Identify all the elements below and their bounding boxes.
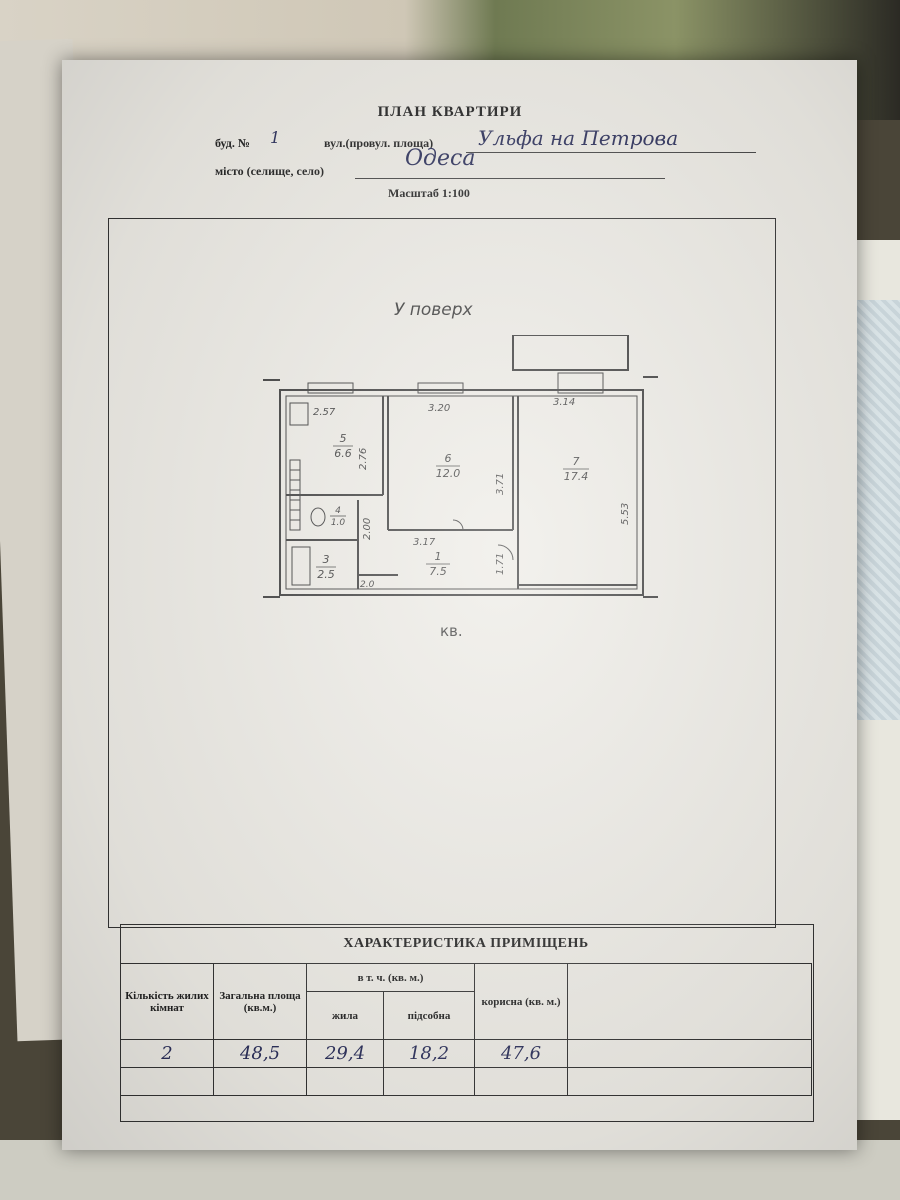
building-value: 1 xyxy=(270,128,281,147)
value-aux: 18,2 xyxy=(383,1039,475,1068)
background-bottom xyxy=(0,1140,900,1200)
floor-plan-drawing: 2.57 2.76 3.20 3.71 3.14 5.53 3.17 1.71 … xyxy=(263,335,658,598)
room-1-area: 7.5 xyxy=(429,565,447,578)
plan-frame xyxy=(108,218,776,928)
room-4-number: 4 xyxy=(335,506,341,516)
dim-room7-width: 3.14 xyxy=(553,397,575,408)
city-value: Одеса xyxy=(405,146,476,171)
dim-hall-width: 3.17 xyxy=(413,537,436,548)
street-underline xyxy=(466,152,756,153)
col-useful-header: корисна (кв. м.) xyxy=(474,963,568,1040)
dim-corridor: 2.00 xyxy=(362,518,373,540)
floor-label: У поверх xyxy=(394,300,473,320)
city-label: місто (селище, село) xyxy=(215,164,324,178)
page-title: ПЛАН КВАРТИРИ xyxy=(377,104,523,120)
value-rooms: 2 xyxy=(120,1039,214,1068)
empty-cell xyxy=(120,1067,214,1096)
col-total-header: Загальна площа (кв.м.) xyxy=(213,963,307,1040)
inner-wall xyxy=(285,395,638,590)
dim-storage: 2.0 xyxy=(360,580,375,590)
dim-kitchen-width: 2.57 xyxy=(313,407,336,418)
room-5-area: 6.6 xyxy=(334,447,352,460)
room-1-number: 1 xyxy=(435,550,442,563)
room-5-number: 5 xyxy=(340,432,347,445)
room-6-number: 6 xyxy=(445,452,452,465)
room-3-area: 2.5 xyxy=(317,568,335,581)
room-4-area: 1.0 xyxy=(331,518,346,528)
empty-cell xyxy=(306,1067,384,1096)
col-incl-header: в т. ч. (кв. м.) xyxy=(306,963,475,992)
room-3-number: 3 xyxy=(323,553,330,566)
room-7-number: 7 xyxy=(573,455,580,468)
outer-wall xyxy=(279,389,644,596)
empty-cell xyxy=(383,1067,475,1096)
dim-kitchen-depth: 2.76 xyxy=(358,448,369,470)
room-7-area: 17.4 xyxy=(564,470,589,483)
value-total: 48,5 xyxy=(213,1039,307,1068)
col-empty-header xyxy=(567,963,812,1040)
characteristics-title: ХАРАКТЕРИСТИКА ПРИМІЩЕНЬ xyxy=(343,936,589,951)
col-aux-header: підсобна xyxy=(383,991,475,1040)
col-rooms-header: Кількість жилих кімнат xyxy=(120,963,214,1040)
dim-hall-depth: 1.71 xyxy=(495,553,506,575)
room-6-area: 12.0 xyxy=(436,467,461,480)
street-value: Ульфа на Петрова xyxy=(478,126,679,150)
empty-cell xyxy=(474,1067,568,1096)
dim-room6-width: 3.20 xyxy=(428,403,450,414)
scale-label: Масштаб 1:100 xyxy=(388,186,470,200)
entrance-label: кв. xyxy=(440,622,463,640)
building-label: буд. № xyxy=(215,136,250,150)
characteristics-table: Кількість жилих кімнат Загальна площа (к… xyxy=(120,963,812,1096)
empty-cell xyxy=(213,1067,307,1096)
dim-room6-depth: 3.71 xyxy=(495,473,506,495)
value-living: 29,4 xyxy=(306,1039,384,1068)
empty-cell xyxy=(567,1067,812,1096)
col-living-header: жила xyxy=(306,991,384,1040)
value-useful: 47,6 xyxy=(474,1039,568,1068)
city-underline xyxy=(355,178,665,179)
balcony xyxy=(512,335,629,371)
street-label: вул.(провул. площа) xyxy=(324,136,434,150)
value-empty xyxy=(567,1039,812,1068)
dim-room7-depth: 5.53 xyxy=(620,503,631,525)
